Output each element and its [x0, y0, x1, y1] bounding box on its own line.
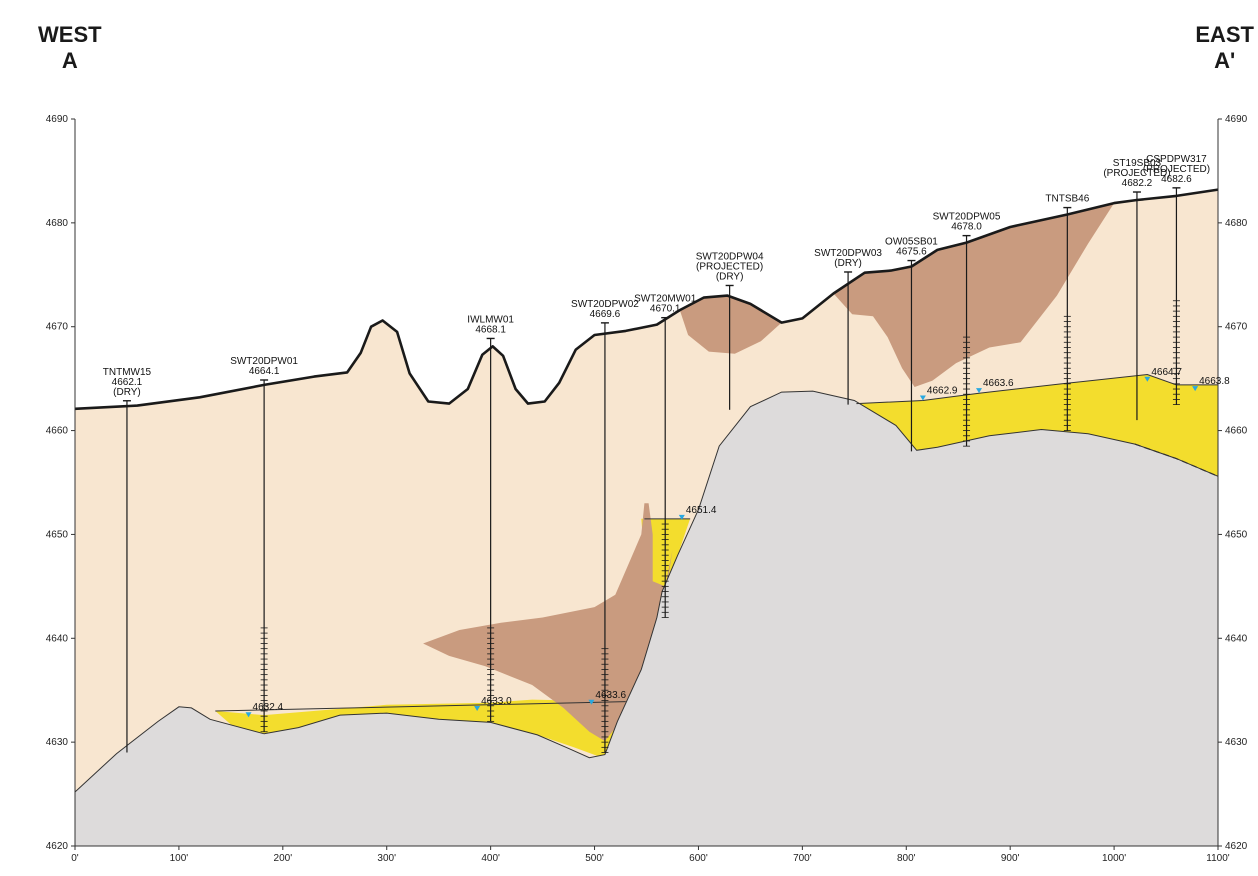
- section-start-label: A: [61, 48, 78, 73]
- well-label-line: (DRY): [716, 271, 744, 282]
- well-label-line: SWT20DPW05: [933, 212, 1001, 223]
- well-columns: [122, 187, 1181, 753]
- well-label-line: SWT20DPW04: [696, 251, 764, 262]
- x-tick-label: 100': [170, 853, 189, 864]
- y-tick-label-right: 4620: [1225, 841, 1248, 852]
- well-label-line: 4682.2: [1122, 178, 1153, 189]
- west-direction-text: WEST: [38, 22, 102, 47]
- x-tick-label: 1000': [1102, 853, 1126, 864]
- well-label-line: 4664.1: [249, 366, 280, 377]
- axes: 4690 4690 4680 4680 4670 4670 4660 4660 4650 4650…: [46, 114, 1248, 864]
- water-table-west: [215, 701, 626, 712]
- east-direction-label: EAST A': [1195, 22, 1254, 74]
- y-tick-label-right: 4640: [1225, 633, 1248, 644]
- y-tick-label-right: 4630: [1225, 737, 1248, 748]
- well-label-line: (PROJECTED): [1103, 168, 1170, 179]
- bedrock-fill: [75, 391, 1218, 846]
- well-label-line: (PROJECTED): [696, 261, 763, 272]
- water-level-label: 4662.9: [927, 385, 958, 396]
- well-label-line: 4678.0: [951, 222, 982, 233]
- x-tick-label: 700': [793, 853, 812, 864]
- well-label-line: (DRY): [113, 387, 141, 398]
- well-labels: TNTMW154662.1(DRY)SWT20DPW014664.1IWLMW0…: [103, 154, 1230, 718]
- saturated-zone-west: [215, 699, 626, 757]
- y-tick-label-right: 4650: [1225, 529, 1248, 540]
- ground-surface-line: [74, 188, 1219, 411]
- y-tick-label-right: 4670: [1225, 322, 1248, 333]
- stratigraphy-layers: [74, 188, 1219, 847]
- water-level-label: 4632.4: [253, 702, 284, 713]
- bedrock-contact: [74, 390, 1219, 793]
- well-label-line: 4662.1: [112, 377, 143, 388]
- well-label-line: CSPDPW317: [1146, 154, 1207, 165]
- water-level-label: 4633.0: [481, 696, 512, 707]
- y-tick-label-right: 4690: [1225, 114, 1248, 125]
- brown-lens-east: [833, 203, 1115, 387]
- x-tick-label: 800': [897, 853, 916, 864]
- x-tick-label: 0': [71, 853, 79, 864]
- well-label-line: SWT20MW01: [634, 294, 697, 305]
- water-level-marker: [976, 388, 983, 394]
- west-direction-label: WEST A: [38, 22, 102, 74]
- well-label-line: SWT20DPW02: [571, 299, 639, 310]
- x-tick-label: 200': [274, 853, 293, 864]
- water-level-marker: [1144, 376, 1151, 382]
- well-label-line: 4682.6: [1161, 174, 1192, 185]
- water-level-marker: [474, 705, 481, 711]
- x-tick-label: 300': [377, 853, 396, 864]
- x-tick-label: 600': [689, 853, 708, 864]
- water-level-marker: [245, 712, 252, 718]
- water-level-marker: [588, 699, 595, 705]
- well-label-line: SWT20DPW03: [814, 248, 882, 259]
- section-end-label: A': [1214, 48, 1236, 73]
- inferred-contact-line: [1134, 443, 1219, 477]
- water-level-label: 4651.4: [686, 505, 717, 516]
- water-level-label: 4663.8: [1199, 376, 1230, 387]
- water-level-marker: [919, 395, 926, 401]
- water-level-marker: [1192, 386, 1199, 392]
- well-label-line: 4675.6: [896, 247, 927, 258]
- well-label-line: 4670.1: [650, 304, 681, 315]
- well-label-line: OW05SB01: [885, 237, 938, 248]
- east-direction-text: EAST: [1195, 22, 1254, 47]
- well-label-line: SWT20DPW01: [230, 356, 298, 367]
- y-tick-label-right: 4660: [1225, 426, 1248, 437]
- water-level-label: 4663.6: [983, 378, 1014, 389]
- y-tick-label-left: 4680: [46, 218, 69, 229]
- y-tick-label-left: 4640: [46, 633, 69, 644]
- y-tick-label-left: 4650: [46, 529, 69, 540]
- y-tick-label-left: 4670: [46, 322, 69, 333]
- y-tick-label-left: 4660: [46, 426, 69, 437]
- y-tick-label-left: 4690: [46, 114, 69, 125]
- x-tick-label: 400': [481, 853, 500, 864]
- y-tick-label-right: 4680: [1225, 218, 1248, 229]
- y-tick-label-left: 4630: [46, 737, 69, 748]
- well-label-line: TNTMW15: [103, 367, 152, 378]
- water-level-label: 4633.6: [595, 690, 626, 701]
- x-tick-label: 500': [585, 853, 604, 864]
- saturated-zone-east: [856, 374, 1218, 477]
- well-label-line: 4669.6: [590, 309, 621, 320]
- well-label-line: ST19SB03: [1113, 158, 1162, 169]
- well-label-line: (DRY): [834, 258, 862, 269]
- brown-lens-central: [423, 503, 673, 742]
- well-label-line: IWLMW01: [467, 314, 514, 325]
- x-tick-label: 900': [1001, 853, 1020, 864]
- y-tick-label-left: 4620: [46, 841, 69, 852]
- x-tick-label: 1100': [1206, 853, 1230, 864]
- well-label-line: (PROJECTED): [1143, 164, 1210, 175]
- well-label-line: 4668.1: [475, 324, 506, 335]
- brown-lens-hilltop: [679, 295, 782, 354]
- water-level-marker: [678, 514, 685, 520]
- well-label-line: TNTSB46: [1045, 194, 1089, 205]
- water-level-label: 4664.7: [1151, 367, 1182, 378]
